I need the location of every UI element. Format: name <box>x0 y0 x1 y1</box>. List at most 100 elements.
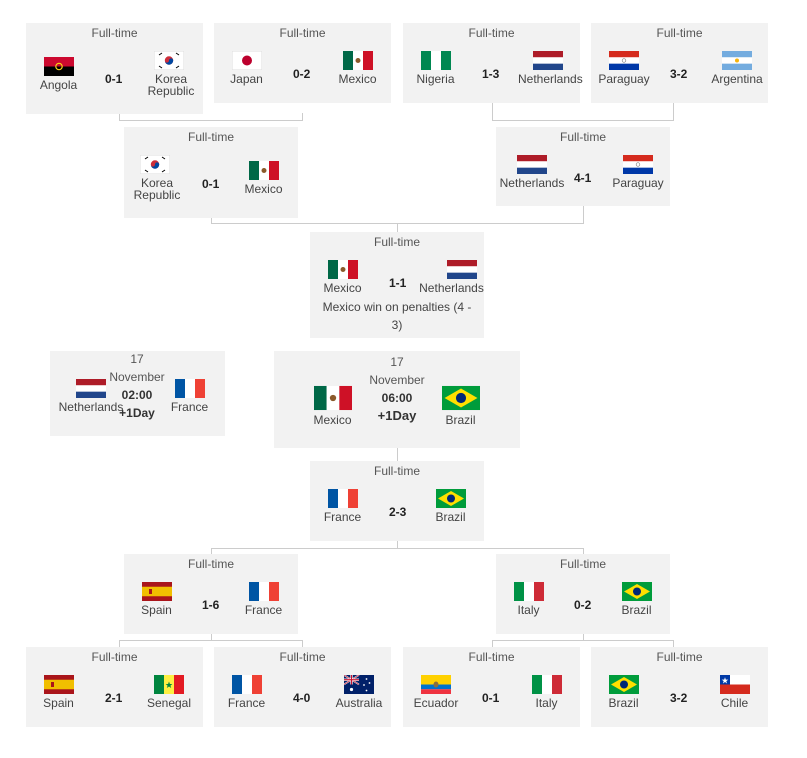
away-team[interactable]: Australia <box>331 675 387 709</box>
match-card[interactable]: Full-time Brazil 3-2 Chile <box>591 647 768 727</box>
away-team[interactable]: Netherlands <box>518 51 583 86</box>
home-team[interactable]: Spain <box>134 582 179 616</box>
home-team[interactable]: Korea Republic <box>127 155 183 201</box>
italy-flag-icon <box>513 582 544 601</box>
match-score: 0-1 <box>482 691 500 705</box>
connector-line <box>673 640 674 648</box>
korea-flag-icon <box>154 51 184 70</box>
match-card[interactable]: Full-time France 2-3 Brazil <box>310 461 484 541</box>
match-status: Full-time <box>468 26 515 40</box>
match-card[interactable]: Full-time Japan 0-2 Mexico <box>214 23 391 103</box>
paraguay-flag-icon <box>609 51 639 70</box>
match-card[interactable]: Full-time Nigeria 1-3 Netherlands <box>403 23 583 103</box>
away-team[interactable]: France <box>167 379 212 413</box>
team-name: Netherlands <box>518 72 583 86</box>
team-name: Mexico <box>244 182 283 196</box>
home-team[interactable]: France <box>224 675 269 709</box>
spain-flag-icon <box>43 675 74 694</box>
home-team[interactable]: Japan <box>224 51 269 85</box>
match-day: 17 <box>130 352 144 366</box>
australia-flag-icon <box>344 675 374 694</box>
match-card[interactable]: Full-time Netherlands 4-1 Paraguay <box>496 127 670 206</box>
home-team[interactable]: Paraguay <box>596 51 652 85</box>
match-card[interactable]: Full-time Spain 2-1 Senegal <box>26 647 203 727</box>
home-team[interactable]: Angola <box>36 57 81 91</box>
match-score: 3-2 <box>670 691 688 705</box>
team-name: Korea Republic <box>133 176 181 202</box>
connector-line <box>583 548 584 555</box>
team-name: Netherlands <box>419 281 484 295</box>
home-team[interactable]: France <box>320 489 365 523</box>
match-status: Full-time <box>656 26 703 40</box>
match-score: 0-2 <box>574 598 592 612</box>
home-team[interactable]: Mexico <box>320 260 365 294</box>
match-time: 02:00 <box>121 388 153 402</box>
team-name: Paraguay <box>612 176 664 190</box>
away-team[interactable]: Mexico <box>335 51 380 85</box>
home-team[interactable]: Netherlands <box>57 379 125 413</box>
team-name: Netherlands <box>58 400 124 414</box>
team-name: Brazil <box>435 510 466 524</box>
away-team[interactable]: Argentina <box>708 51 766 85</box>
away-team[interactable]: Korea Republic <box>141 51 197 97</box>
team-name: Japan <box>230 72 263 86</box>
match-status: Full-time <box>279 650 326 664</box>
match-card[interactable]: Full-time Spain 1-6 France <box>124 554 298 634</box>
match-card[interactable]: Full-time Angola 0-1 Korea Republic <box>26 23 203 114</box>
home-team[interactable]: Mexico <box>310 385 355 426</box>
team-name: Mexico <box>323 281 362 295</box>
team-name: Korea Republic <box>147 72 195 98</box>
away-team[interactable]: Brazil <box>614 582 659 616</box>
home-team[interactable]: Spain <box>36 675 81 709</box>
away-team[interactable]: Chile <box>712 675 757 709</box>
team-name: Angola <box>39 78 78 92</box>
nigeria-flag-icon <box>420 51 451 70</box>
match-score: 2-3 <box>389 505 407 519</box>
italy-flag-icon <box>531 675 562 694</box>
match-card[interactable]: Full-time Paraguay 3-2 Argentina <box>591 23 768 103</box>
third-place-card[interactable]: Netherlands 17 November 02:00 +1Day Fran… <box>50 351 225 436</box>
match-card[interactable]: Full-time Mexico 1-1 Netherlands Mexico … <box>310 232 484 338</box>
match-score: 0-1 <box>105 72 123 86</box>
match-status: Full-time <box>656 650 703 664</box>
away-team[interactable]: Mexico <box>241 161 286 195</box>
away-team[interactable]: Brazil <box>428 489 473 523</box>
team-name: Argentina <box>711 72 763 86</box>
france-flag-icon <box>174 379 205 398</box>
netherlands-flag-icon <box>76 379 106 398</box>
connector-line <box>119 113 120 121</box>
match-status: Full-time <box>187 557 234 571</box>
home-team[interactable]: Nigeria <box>413 51 458 85</box>
connector-line <box>119 120 303 121</box>
match-card[interactable]: Full-time Ecuador 0-1 Italy <box>403 647 580 727</box>
home-team[interactable]: Brazil <box>601 675 646 709</box>
team-name: Senegal <box>146 696 192 710</box>
paraguay-flag-icon <box>623 155 653 174</box>
final-card[interactable]: Mexico 17 November 06:00 +1Day Brazil <box>274 351 520 448</box>
match-month: November <box>369 373 425 387</box>
away-team[interactable]: Brazil <box>438 385 483 426</box>
argentina-flag-icon <box>722 51 752 70</box>
match-card[interactable]: Full-time Italy 0-2 Brazil <box>496 554 670 634</box>
away-team[interactable]: Paraguay <box>610 155 666 189</box>
away-team[interactable]: Netherlands <box>419 260 499 294</box>
team-name: Brazil <box>621 603 652 617</box>
home-team[interactable]: Ecuador <box>409 675 463 709</box>
away-team[interactable]: France <box>241 582 286 616</box>
mexico-flag-icon <box>248 161 279 180</box>
away-team[interactable]: Italy <box>524 675 569 709</box>
team-name: Netherlands <box>499 176 565 190</box>
match-card[interactable]: Full-time France 4-0 Australia <box>214 647 391 727</box>
team-name: Spain <box>141 603 172 617</box>
connector-line <box>302 113 303 121</box>
match-status: Full-time <box>279 26 326 40</box>
home-team[interactable]: Netherlands <box>498 155 566 189</box>
brazil-flag-icon <box>621 582 652 601</box>
team-name: Brazil <box>445 413 476 427</box>
match-status: Full-time <box>187 130 234 144</box>
team-name: Italy <box>535 696 558 710</box>
home-team[interactable]: Italy <box>506 582 551 616</box>
brazil-flag-icon <box>608 675 639 694</box>
match-card[interactable]: Full-time Korea Republic 0-1 Mexico <box>124 127 298 218</box>
away-team[interactable]: Senegal <box>143 675 195 709</box>
